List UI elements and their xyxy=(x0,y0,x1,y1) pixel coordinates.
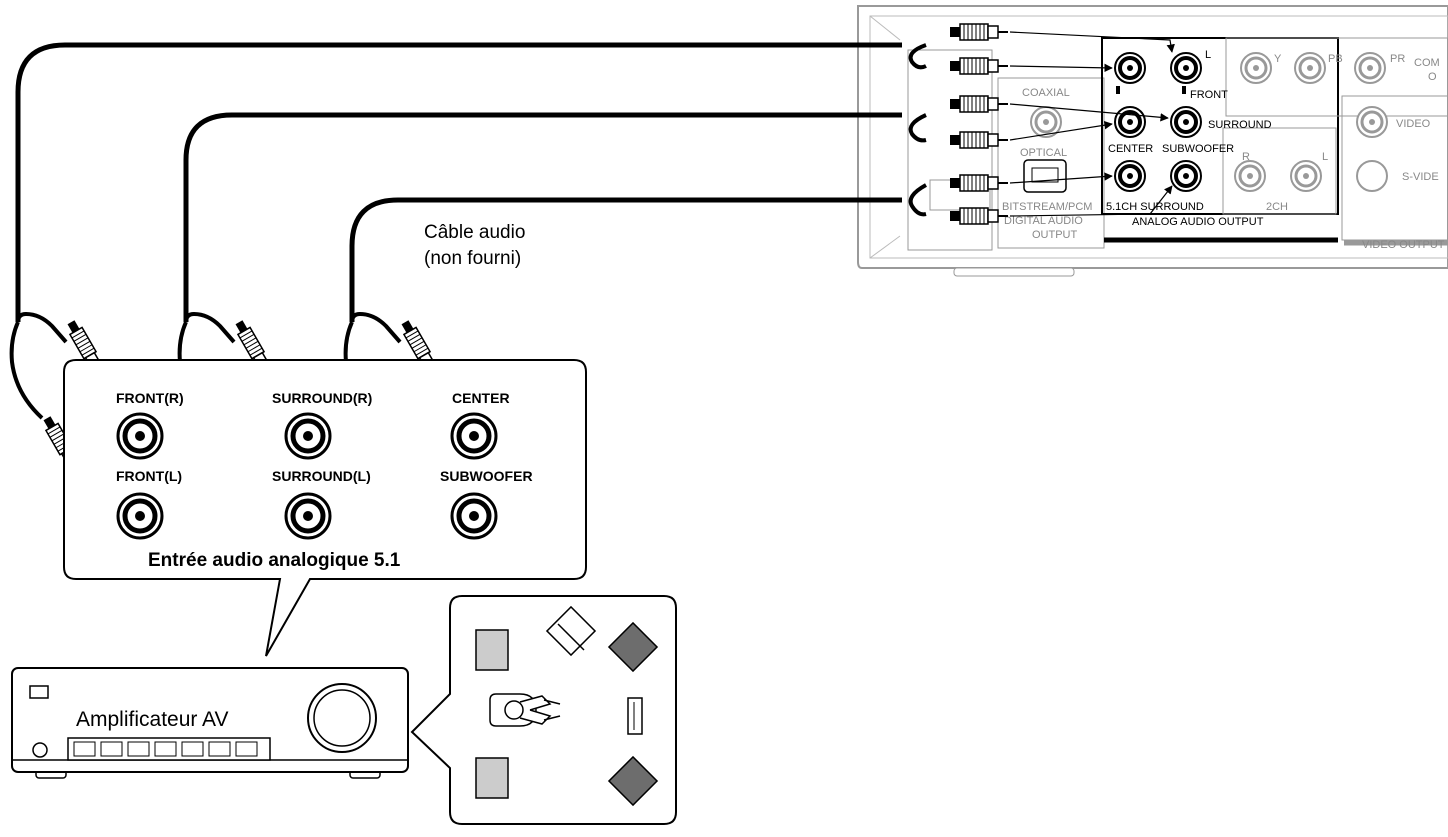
player-y-jack xyxy=(1239,51,1273,85)
label-surround: SURROUND xyxy=(1208,119,1272,131)
label-y: Y xyxy=(1274,53,1282,65)
player-pb-jack xyxy=(1293,51,1327,85)
amp-surround-l-jack xyxy=(286,494,330,538)
player-surround-r-jack xyxy=(1113,105,1147,139)
cable-caption-line1: Câble audio xyxy=(424,222,525,243)
player-2ch-r-jack xyxy=(1233,159,1267,193)
player-subwoofer-jack xyxy=(1169,159,1203,193)
label-center-player: CENTER xyxy=(1108,143,1153,155)
speaker-layout-panel xyxy=(410,595,677,825)
player-svideo-jack xyxy=(1356,160,1388,192)
label-analog-audio-output: ANALOG AUDIO OUTPUT xyxy=(1132,216,1264,228)
label-output: OUTPUT xyxy=(1032,229,1078,241)
av-amplifier: Amplificateur AV xyxy=(11,667,409,779)
label-bitstream: BITSTREAM/PCM xyxy=(1002,201,1092,213)
amp-center-jack xyxy=(452,414,496,458)
speaker-front-left-icon xyxy=(475,629,509,671)
amp-power-button xyxy=(29,685,49,699)
label-subwoofer-player: SUBWOOFER xyxy=(1162,143,1234,155)
speaker-center-icon xyxy=(545,605,597,657)
label-optical: OPTICAL xyxy=(1020,147,1067,159)
cable-center xyxy=(349,197,902,322)
label-svideo: S-VIDE xyxy=(1402,171,1439,183)
label-component-o: O xyxy=(1428,71,1437,83)
amp-front-r-jack xyxy=(118,414,162,458)
player-video-jack xyxy=(1355,105,1389,139)
label-front-l: FRONT(L) xyxy=(116,468,182,484)
amp-surround-r-jack xyxy=(286,414,330,458)
label-2ch: 2CH xyxy=(1266,201,1288,213)
cable-caption-line2: (non fourni) xyxy=(424,248,521,269)
label-subwoofer: SUBWOOFER xyxy=(440,468,533,484)
label-2ch-l: L xyxy=(1322,151,1328,163)
label-component: COM xyxy=(1414,57,1440,69)
player-center-jack xyxy=(1113,159,1147,193)
label-front-r: FRONT(R) xyxy=(116,390,184,406)
player-pr-jack xyxy=(1353,51,1387,85)
amp-headphone-jack xyxy=(32,742,48,758)
cable-surround xyxy=(183,112,902,322)
player-2ch-l-jack xyxy=(1289,159,1323,193)
label-pr: PR xyxy=(1390,53,1405,65)
label-2ch-r: R xyxy=(1242,151,1250,163)
speaker-front-right-icon xyxy=(607,621,659,673)
amp-front-l-jack xyxy=(118,494,162,538)
player-front-l-jack xyxy=(1169,51,1203,85)
label-surround-r: SURROUND(R) xyxy=(272,390,372,406)
player-surround-l-jack xyxy=(1169,105,1203,139)
label-coaxial: COAXIAL xyxy=(1022,87,1070,99)
label-center: CENTER xyxy=(452,390,510,406)
speaker-surround-left-icon xyxy=(475,757,509,799)
label-front: FRONT xyxy=(1190,89,1228,101)
player-rear-panel: COAXIAL OPTICAL BITSTREAM/PCM DIGITAL AU… xyxy=(857,5,1448,277)
amp-input-panel: FRONT(R) FRONT(L) SURROUND(R) SURROUND(L… xyxy=(63,359,587,657)
label-digital-audio: DIGITAL AUDIO xyxy=(1004,215,1083,227)
amplifier-label: Amplificateur AV xyxy=(76,708,229,731)
speaker-subwoofer-icon xyxy=(627,697,643,735)
label-video-output: VIDEO OUTPUT xyxy=(1362,239,1445,251)
label-l: L xyxy=(1205,49,1211,61)
label-pb: PB xyxy=(1328,53,1343,65)
speaker-surround-right-icon xyxy=(607,755,659,807)
listener-icon xyxy=(489,693,561,727)
cable-front xyxy=(15,42,902,322)
amp-subwoofer-jack xyxy=(452,494,496,538)
input-panel-title: Entrée audio analogique 5.1 xyxy=(148,550,401,571)
label-video: VIDEO xyxy=(1396,118,1431,130)
label-surround-l: SURROUND(L) xyxy=(272,468,371,484)
player-front-r-jack xyxy=(1113,51,1147,85)
